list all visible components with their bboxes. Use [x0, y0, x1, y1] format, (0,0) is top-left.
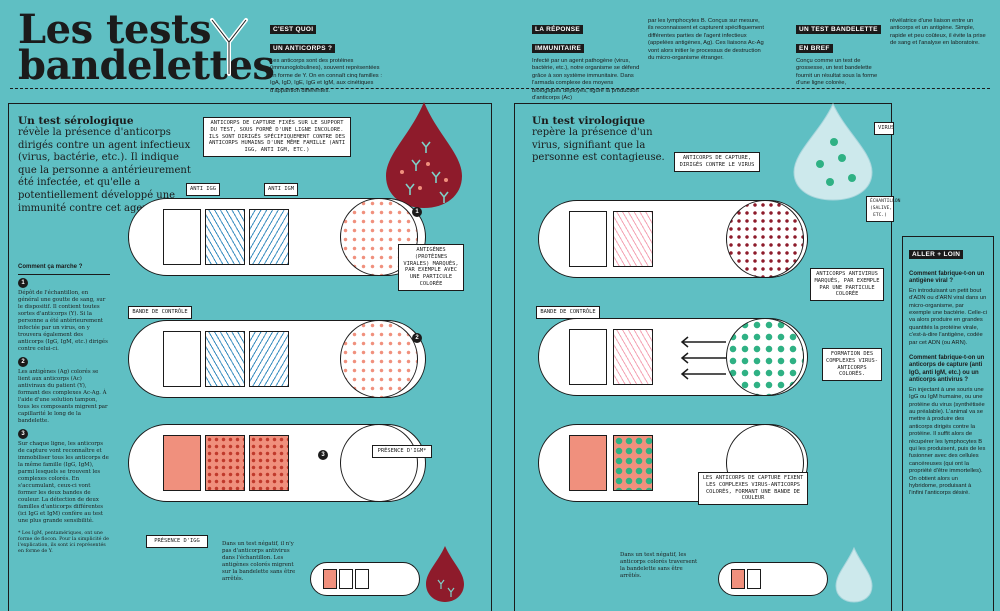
how-it-works: Comment ça marche ? 1 Dépôt de l'échanti…	[18, 264, 110, 555]
header-text: Infecté par un agent pathogène (virus, b…	[532, 58, 640, 102]
tag: C'EST QUOI	[270, 25, 317, 34]
step-marker: 1	[412, 207, 422, 217]
how-heading: Comment ça marche ?	[18, 264, 83, 270]
empty-band	[339, 569, 353, 589]
label-virus: Virus	[874, 122, 894, 135]
step-number: 2	[18, 357, 28, 368]
header-text: révélatrice d'une liaison entre un antic…	[890, 18, 986, 47]
virus-strip-3	[538, 424, 808, 502]
label-capture-fix: Les anticorps de capture fixent les comp…	[698, 472, 808, 506]
header-text: Conçu comme un test de grossesse, un tes…	[796, 58, 878, 87]
igg-band-positive	[205, 435, 245, 491]
negative-text: Dans un test négatif, il n'y pas d'antic…	[222, 541, 296, 582]
saliva-drop-icon	[793, 102, 873, 201]
sample-well-1	[340, 198, 418, 276]
sidebar-answer: En injectant à une souris une IgG ou IgM…	[909, 386, 986, 497]
section-lead: révèle la présence d'anticorps dirigés c…	[18, 127, 191, 214]
sample-well-virus-1	[726, 200, 804, 278]
y-antibody-icon	[210, 18, 248, 76]
header-col-strip: UN TEST BANDELETTE EN BREF Conçu comme u…	[796, 18, 884, 88]
header-col-antibody: C'EST QUOI UN ANTICORPS ? Les anticorps …	[270, 18, 385, 95]
section-heading: Un test sérologique	[18, 115, 134, 127]
label-antivirus: Anticorps antivirus marqués, par exemple…	[810, 268, 884, 302]
label-igm-presence: Présence d'IgM*	[372, 445, 432, 458]
step-number: 3	[18, 429, 28, 440]
sidebar-question: Comment fabrique-t-on un anticorps de ca…	[909, 355, 985, 384]
label-capture-antibodies-virus: Anticorps de capture, dirigés contre le …	[674, 152, 760, 172]
negative-strip	[310, 562, 420, 596]
negative-text: Dans un test négatif, les anticorps colo…	[620, 552, 698, 579]
section-lead: repère la présence d'un virus, signifian…	[532, 127, 665, 164]
arrow-icon	[680, 336, 726, 380]
control-band	[569, 435, 607, 491]
label-capture-antibodies: Anticorps de capture fixés sur le suppor…	[203, 117, 351, 157]
anti-igg-line	[205, 209, 245, 265]
step-marker: 2	[412, 333, 422, 343]
label-antigens: Antigènes (protéines virales) marqués, p…	[398, 244, 464, 291]
panel-serologic	[8, 103, 492, 611]
virus-icon	[816, 138, 856, 186]
control-band	[731, 569, 745, 589]
sidebar-further: ALLER + LOIN Comment fabrique-t-on un an…	[902, 236, 994, 611]
tag: IMMUNITAIRE	[532, 44, 585, 53]
negative-strip-virus	[718, 562, 828, 596]
anti-igm-line	[249, 331, 289, 387]
anti-igm-line	[249, 209, 289, 265]
control-band	[569, 211, 607, 267]
label-sample: Échantillon (salive, etc.)	[866, 196, 900, 223]
step-text: Les antigènes (Ag) colorés se lient aux …	[18, 369, 108, 425]
label-igg-presence: Présence d'IgG	[146, 535, 208, 548]
label-control-band-virus: Bande de contrôle	[536, 306, 600, 319]
header-col-immune: LA RÉPONSE IMMUNITAIRE Infecté par un ag…	[532, 18, 640, 102]
step-text: Sur chaque ligne, les anticorps de captu…	[18, 441, 109, 525]
tag: LA RÉPONSE	[532, 25, 584, 34]
control-band	[163, 331, 201, 387]
empty-band	[355, 569, 369, 589]
label-control-band: Bande de contrôle	[128, 306, 192, 319]
tag: UN ANTICORPS ?	[270, 44, 336, 53]
serologic-intro: Un test sérologique révèle la présence d…	[18, 115, 193, 215]
control-band	[569, 329, 607, 385]
blood-drop-icon	[426, 546, 464, 602]
capture-line	[613, 329, 653, 385]
sidebar-question: Comment fabrique-t-on un antigène viral …	[909, 271, 985, 285]
header-text: Les anticorps sont des protéines (immuno…	[270, 58, 382, 94]
footnote: * Les IgM, pentamériques, ont une forme …	[18, 531, 109, 555]
virus-band-positive	[613, 435, 653, 491]
blood-drop-icon	[386, 102, 462, 208]
igm-band-positive	[249, 435, 289, 491]
header-text: par les lymphocytes B. Conçus sur mesure…	[648, 18, 765, 62]
label-anti-igg: Anti IgG	[186, 183, 220, 196]
label-anti-igm: Anti IgM	[264, 183, 298, 196]
virologic-intro: Un test virologique repère la présence d…	[532, 115, 672, 165]
sample-well-2	[340, 320, 418, 398]
step-marker: 3	[318, 450, 328, 460]
saliva-drop-icon	[835, 546, 873, 603]
step-text: Dépôt de l'échantillon, en général une g…	[18, 290, 108, 353]
control-band	[163, 435, 201, 491]
tag: ALLER + LOIN	[909, 250, 964, 259]
tag: EN BREF	[796, 44, 833, 53]
empty-band	[747, 569, 761, 589]
anti-igg-line	[205, 331, 245, 387]
sample-well-3	[340, 424, 418, 502]
section-heading: Un test virologique	[532, 115, 645, 127]
control-band	[163, 209, 201, 265]
label-formation: Formation des complexes virus-anticorps …	[822, 348, 882, 382]
control-band	[323, 569, 337, 589]
page-title: Les tests bandelettes	[18, 6, 275, 89]
header-divider	[10, 88, 990, 89]
step-number: 1	[18, 278, 28, 289]
sample-well-virus-2	[726, 318, 804, 396]
panel-virologic	[514, 103, 892, 611]
sidebar-answer: En introduisant un petit bout d'ADN ou d…	[909, 287, 987, 346]
tag: UN TEST BANDELETTE	[796, 25, 881, 34]
capture-line	[613, 211, 653, 267]
